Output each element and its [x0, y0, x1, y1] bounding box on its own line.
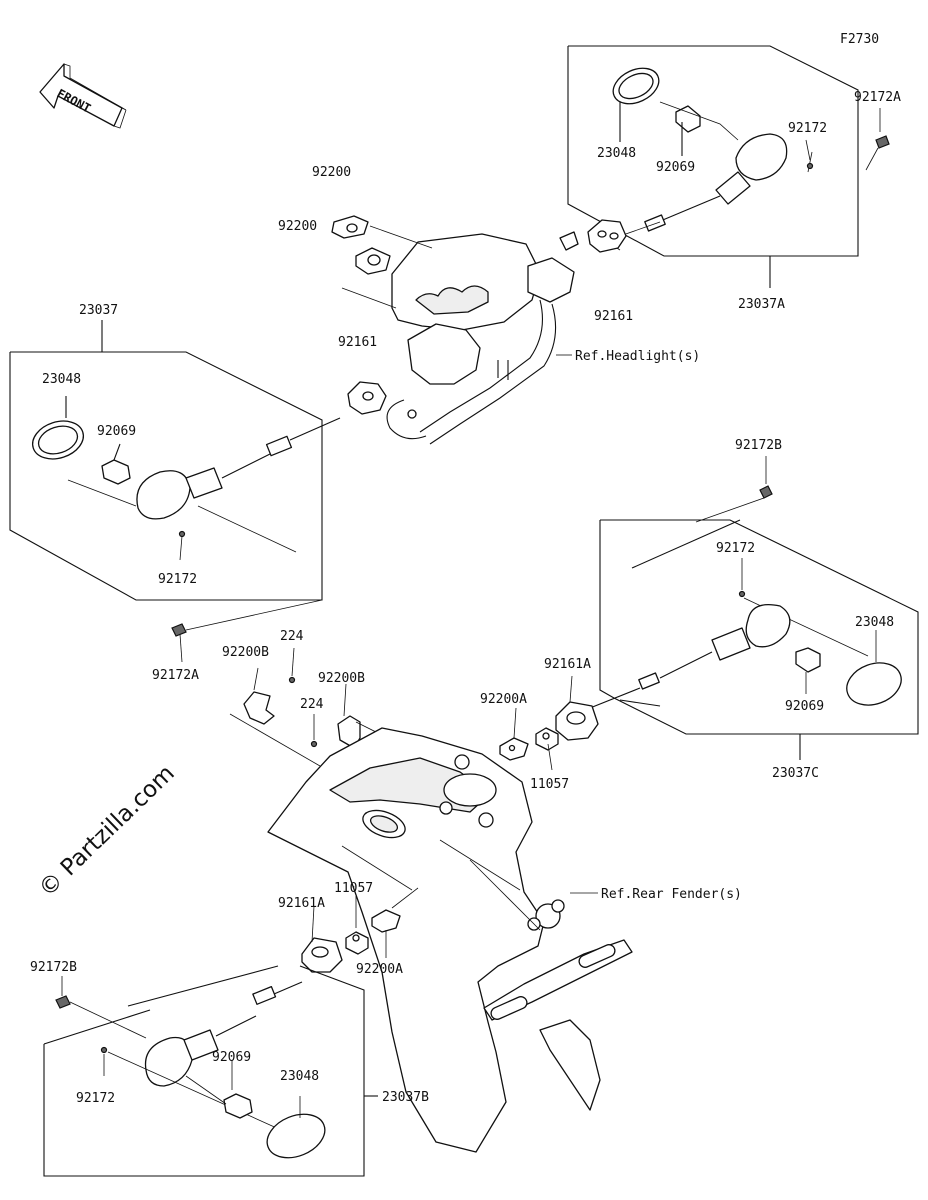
part-label-23048-left-bottom: 23048 [280, 1069, 319, 1084]
assembly-23037C [579, 456, 919, 760]
part-label-92161-center: 92161 [338, 335, 377, 350]
assembly-23037B [43, 965, 378, 1177]
ref-rear-fender-label: Ref.Rear Fender(s) [601, 887, 742, 902]
part-label-92172-top: 92172 [788, 121, 827, 136]
part-label-92200A-right: 92200A [480, 692, 527, 707]
part-label-92069-top: 92069 [656, 160, 695, 175]
part-label-92161A-left: 92161A [278, 896, 325, 911]
watermark: © Partzilla.com [34, 760, 180, 902]
part-label-23037A: 23037A [738, 297, 785, 312]
part-label-23037: 23037 [79, 303, 118, 318]
part-label-92200B-a: 92200B [222, 645, 269, 660]
part-label-92161A-right: 92161A [544, 657, 591, 672]
part-label-23037C: 23037C [772, 766, 819, 781]
headlight-bracket [386, 231, 579, 445]
part-label-224-b: 224 [300, 697, 324, 712]
part-label-11057-left: 11057 [334, 881, 373, 896]
clip-92200B-b [229, 683, 397, 767]
part-label-92200B-b: 92200B [318, 671, 365, 686]
part-label-92172-left: 92172 [158, 572, 197, 587]
nut-11057-left [345, 896, 369, 955]
front-arrow-icon: FRONT [39, 63, 127, 129]
part-label-92172-left-bottom: 92172 [76, 1091, 115, 1106]
washer-92200-b [341, 247, 397, 309]
part-label-92069-left-bottom: 92069 [212, 1050, 251, 1065]
plate-92200A-left [371, 909, 401, 958]
part-label-11057-right: 11057 [530, 777, 569, 792]
ref-headlight-label: Ref.Headlight(s) [575, 349, 700, 364]
part-label-92172A-top: 92172A [854, 90, 901, 105]
part-label-224-a: 224 [280, 629, 304, 644]
grommet-92161-right [587, 219, 627, 253]
part-label-92172B-left: 92172B [30, 960, 77, 975]
part-label-92172-right: 92172 [716, 541, 755, 556]
part-label-23037B: 23037B [382, 1090, 429, 1105]
plate-92200A-right [499, 707, 529, 761]
part-label-92172B-right: 92172B [735, 438, 782, 453]
assembly-23037A [567, 45, 890, 288]
part-label-92172A-left: 92172A [152, 668, 199, 683]
part-label-92200A-left: 92200A [356, 962, 403, 977]
clip-92200B-a [243, 647, 296, 725]
grommet-92161-center [347, 381, 387, 415]
part-label-23048-top: 23048 [597, 146, 636, 161]
rear-fender [267, 727, 633, 1153]
part-label-92161-right: 92161 [594, 309, 633, 324]
part-label-92200-a: 92200 [312, 165, 351, 180]
washer-92200-a [331, 215, 433, 249]
grommet-92161A-right [555, 675, 599, 741]
part-label-92200-b: 92200 [278, 219, 317, 234]
part-label-23048-left: 23048 [42, 372, 81, 387]
part-label-23048-right: 23048 [855, 615, 894, 630]
grommet-92161A-left [301, 905, 343, 973]
nut-11057-right [535, 727, 559, 771]
part-label-92069-right: 92069 [785, 699, 824, 714]
part-label-92069-left: 92069 [97, 424, 136, 439]
assembly-23037 [9, 320, 341, 663]
figure-code: F2730 [840, 32, 879, 47]
